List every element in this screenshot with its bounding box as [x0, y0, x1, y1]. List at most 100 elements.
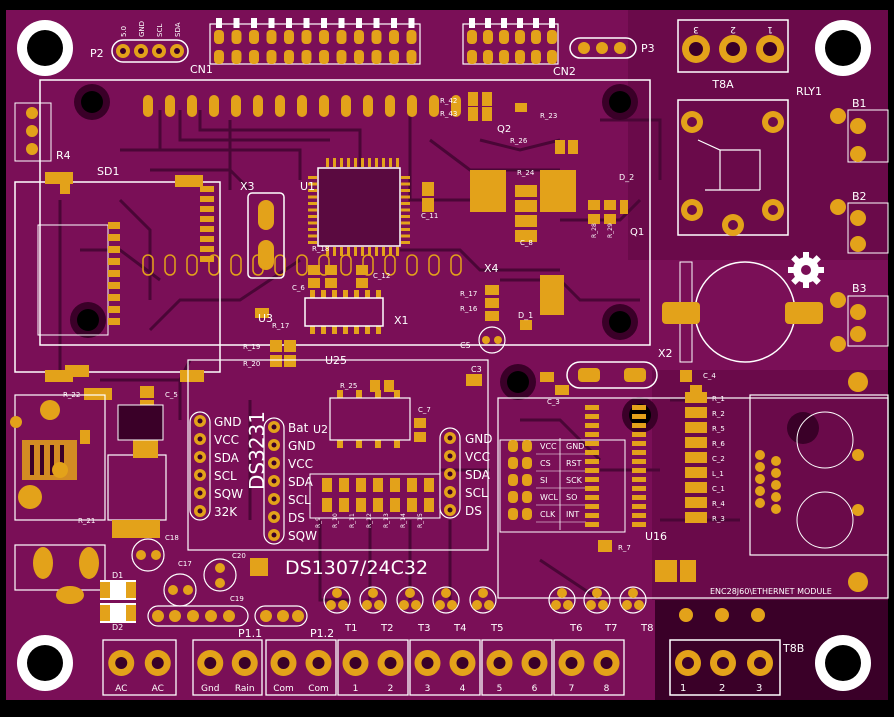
c6-label: C_6 [292, 284, 305, 292]
t8b-label: T8B [782, 642, 804, 655]
r18-label: R_18 [312, 245, 329, 253]
c18-label: C18 [165, 534, 179, 542]
ds3231-pin-scl: SCL [214, 469, 237, 483]
enc-r-label: R_1 [712, 395, 725, 403]
enc-pin-right: GND [566, 442, 584, 451]
u2-label: U2 [313, 423, 328, 436]
gear-icon [788, 252, 824, 288]
t8b-pin-3: 3 [756, 683, 762, 694]
enc-pin-left: CLK [540, 510, 556, 519]
ds3231-pin-gnd: GND [214, 415, 242, 429]
x3-label: X3 [240, 180, 255, 193]
terminal-label: 6 [532, 684, 538, 694]
ds1307-pin-gnd: GND [288, 439, 316, 453]
transistor-label-t3: T3 [417, 623, 430, 634]
transistor-label-t2: T2 [380, 623, 393, 634]
d2b-label: D2 [112, 623, 123, 632]
p12-label: P1.2 [310, 627, 334, 640]
c7-label: C_7 [418, 406, 431, 414]
c12-label: C_12 [373, 272, 390, 280]
transistor-label-t1: T1 [344, 623, 357, 634]
r42-label: R_42 [440, 97, 457, 105]
terminal-label: Gnd [201, 684, 219, 694]
cn2-header [462, 18, 559, 65]
c5b-label: C_5 [165, 391, 178, 399]
t8a-label: T8A [711, 78, 734, 91]
terminal-label: 1 [353, 684, 359, 694]
terminal-label: 2 [388, 684, 394, 694]
cn1-label: CN1 [190, 63, 213, 76]
cn1-header [209, 18, 421, 65]
eeprom-pin-gnd: GND [465, 432, 493, 446]
d1b-label: D1 [112, 571, 123, 580]
t8a-terminal [677, 19, 789, 73]
ds3231-pin-sda: SDA [214, 451, 240, 465]
enc-pin-right: SCK [566, 476, 583, 485]
enc-r-label: C_2 [712, 455, 725, 463]
terminal-label: 8 [604, 684, 610, 694]
b1-label: B1 [852, 97, 867, 110]
x2-label: X2 [658, 347, 673, 360]
c17-label: C17 [178, 560, 192, 568]
p3-header [569, 37, 637, 59]
terminal-label: Com [273, 684, 294, 694]
c4-label: C_4 [703, 372, 716, 380]
crystal-x3 [247, 192, 285, 279]
sd1-label: SD1 [97, 165, 119, 178]
rnet-label: R_15 [417, 513, 424, 528]
terminal-label: AC [152, 684, 164, 694]
transistor-label-t5: T5 [490, 623, 503, 634]
enc-r-label: R_5 [712, 425, 725, 433]
ds3231-pin-32k: 32K [214, 505, 238, 519]
ds1307-pin-bat: Bat [288, 421, 309, 435]
enc-pin-left: CS [540, 459, 551, 468]
enc-r-label: R_2 [712, 410, 725, 418]
c19-label: C19 [230, 595, 244, 603]
t8a-pin-1: 1 [767, 24, 773, 34]
enc-r-label: R_3 [712, 515, 725, 523]
q2-label: Q2 [497, 124, 511, 135]
rnet-label: R_14 [400, 513, 407, 528]
terminal-label: 5 [497, 684, 503, 694]
terminal-label: 4 [460, 684, 466, 694]
p11-label: P1.1 [238, 627, 262, 640]
transistor-label-t4: T4 [453, 623, 466, 634]
r21-label: R_21 [78, 517, 95, 525]
crystal-x2 [566, 361, 658, 389]
enc-pin-left: VCC [540, 442, 557, 451]
rnet-label: R_13 [383, 513, 390, 528]
terminal-label: 3 [425, 684, 431, 694]
rnet-label: R_9 [315, 517, 322, 528]
t8b-pin-2: 2 [719, 683, 725, 694]
enc-r-label: C_1 [712, 485, 725, 493]
x4-label: X4 [484, 262, 499, 275]
terminal-label: 7 [569, 684, 575, 694]
sd-card-slot [14, 172, 221, 382]
r16-label: R_16 [460, 305, 478, 313]
x1-label: X1 [394, 314, 409, 327]
ds1307-pin-scl: SCL [288, 493, 311, 507]
r4-label: R4 [56, 149, 71, 162]
chip-x1 [304, 297, 384, 327]
ds3231-pin-sqw: SQW [214, 487, 243, 501]
p2-pin-3: SCL [156, 24, 164, 37]
t8b-terminal [669, 608, 781, 696]
rnet-label: R_10 [332, 513, 339, 528]
terminal-label: Rain [235, 684, 255, 694]
rnet-label: R_12 [366, 513, 373, 528]
enc-r-label: R_6 [712, 440, 725, 448]
r43-label: R_43 [440, 110, 457, 118]
r17b-label: R_17 [272, 322, 289, 330]
enc-label: ENC28J60\ETHERNET MODULE [710, 587, 832, 596]
cn2-label: CN2 [553, 65, 576, 78]
module-outline [39, 79, 651, 346]
r4-pot [14, 102, 52, 162]
t8b-pin-1: 1 [680, 683, 686, 694]
b3-label: B3 [852, 282, 867, 295]
enc-pin-right: RST [566, 459, 582, 468]
chip-u1 [308, 158, 410, 256]
rly1-label: RLY1 [796, 85, 822, 98]
